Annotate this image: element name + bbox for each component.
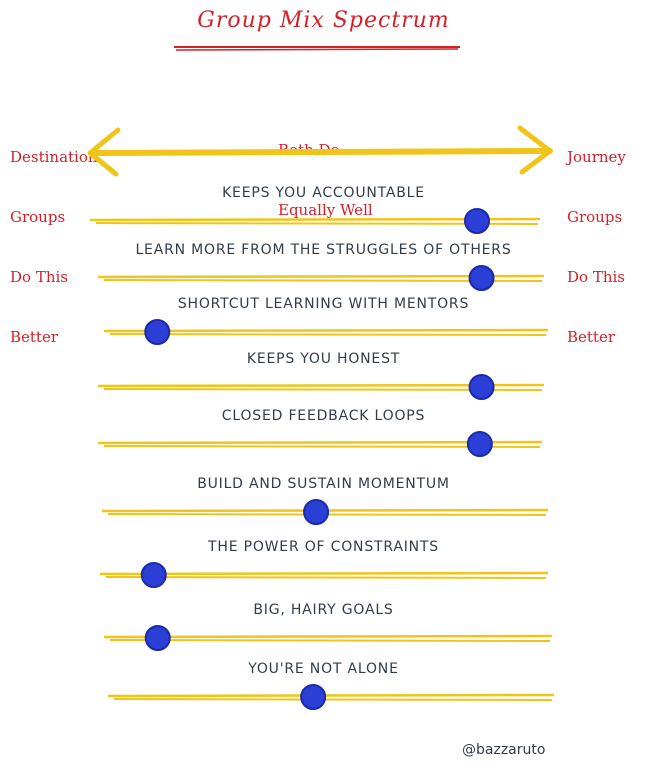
spectrum-row-label: SHORTCUT LEARNING WITH MENTORS — [177, 296, 470, 312]
spectrum-line — [109, 639, 551, 642]
title-underline — [174, 46, 460, 51]
spectrum-marker — [466, 431, 493, 457]
spectrum-row: KEEPS YOU ACCOUNTABLE — [0, 185, 647, 245]
left-label-line: Groups — [10, 208, 66, 226]
spectrum-row: THE POWER OF CONSTRAINTS — [0, 539, 647, 599]
spectrum-row: CLOSED FEEDBACK LOOPS — [0, 408, 647, 468]
left-label-line: Do This — [10, 268, 68, 286]
spectrum-row-label: THE POWER OF CONSTRAINTS — [208, 539, 439, 555]
spectrum-row: BIG, HAIRY GOALS — [0, 602, 647, 662]
right-label-line: Groups — [567, 208, 623, 226]
center-label-line: Equally Well — [278, 201, 373, 219]
spectrum-marker — [144, 319, 171, 345]
spectrum-line — [113, 698, 553, 701]
diagram-title: Group Mix Spectrum — [197, 8, 450, 33]
spectrum-row-label: YOU'RE NOT ALONE — [248, 661, 399, 677]
spectrum-row: LEARN MORE FROM THE STRUGGLES OF OTHERS — [0, 242, 647, 302]
right-label: Journey Groups Do This Better — [567, 107, 626, 367]
spectrum-row: BUILD AND SUSTAIN MOMENTUM — [0, 476, 647, 536]
spectrum-row: SHORTCUT LEARNING WITH MENTORS — [0, 296, 647, 356]
spectrum-row-label: BUILD AND SUSTAIN MOMENTUM — [197, 476, 450, 492]
spectrum-track — [103, 319, 549, 345]
spectrum-line — [103, 634, 553, 639]
right-label-line: Journey — [567, 148, 626, 166]
spectrum-line — [107, 693, 555, 698]
spectrum-track — [97, 374, 545, 400]
spectrum-row-label: KEEPS YOU HONEST — [246, 351, 401, 367]
credit: @bazzaruto — [462, 742, 546, 758]
spectrum-marker — [300, 684, 327, 710]
spectrum-marker — [468, 265, 495, 291]
spectrum-track — [99, 562, 549, 588]
spectrum-track — [101, 499, 549, 525]
spectrum-row-label: BIG, HAIRY GOALS — [253, 602, 394, 618]
spectrum-row-label: CLOSED FEEDBACK LOOPS — [221, 408, 426, 424]
spectrum-line — [99, 571, 549, 576]
spectrum-track — [89, 208, 541, 234]
spectrum-row: YOU'RE NOT ALONE — [0, 661, 647, 721]
spectrum-line — [105, 576, 547, 579]
left-label-line: Better — [10, 328, 59, 346]
spectrum-line — [109, 333, 547, 336]
spectrum-line — [103, 328, 549, 333]
double-arrow — [87, 125, 553, 177]
spectrum-marker — [468, 374, 495, 400]
spectrum-row-label: KEEPS YOU ACCOUNTABLE — [222, 185, 425, 201]
spectrum-track — [107, 684, 555, 710]
spectrum-track — [97, 431, 543, 457]
spectrum-marker — [303, 499, 330, 525]
spectrum-marker — [144, 625, 171, 651]
left-label: Destination Groups Do This Better — [10, 107, 98, 367]
spectrum-marker — [464, 208, 490, 234]
spectrum-track — [97, 265, 545, 291]
right-label-line: Better — [567, 328, 616, 346]
right-label-line: Do This — [567, 268, 625, 286]
spectrum-row-label: LEARN MORE FROM THE STRUGGLES OF OTHERS — [135, 242, 512, 258]
left-label-line: Destination — [10, 148, 98, 166]
spectrum-track — [103, 625, 553, 651]
spectrum-row: KEEPS YOU HONEST — [0, 351, 647, 411]
spectrum-marker — [140, 562, 167, 588]
